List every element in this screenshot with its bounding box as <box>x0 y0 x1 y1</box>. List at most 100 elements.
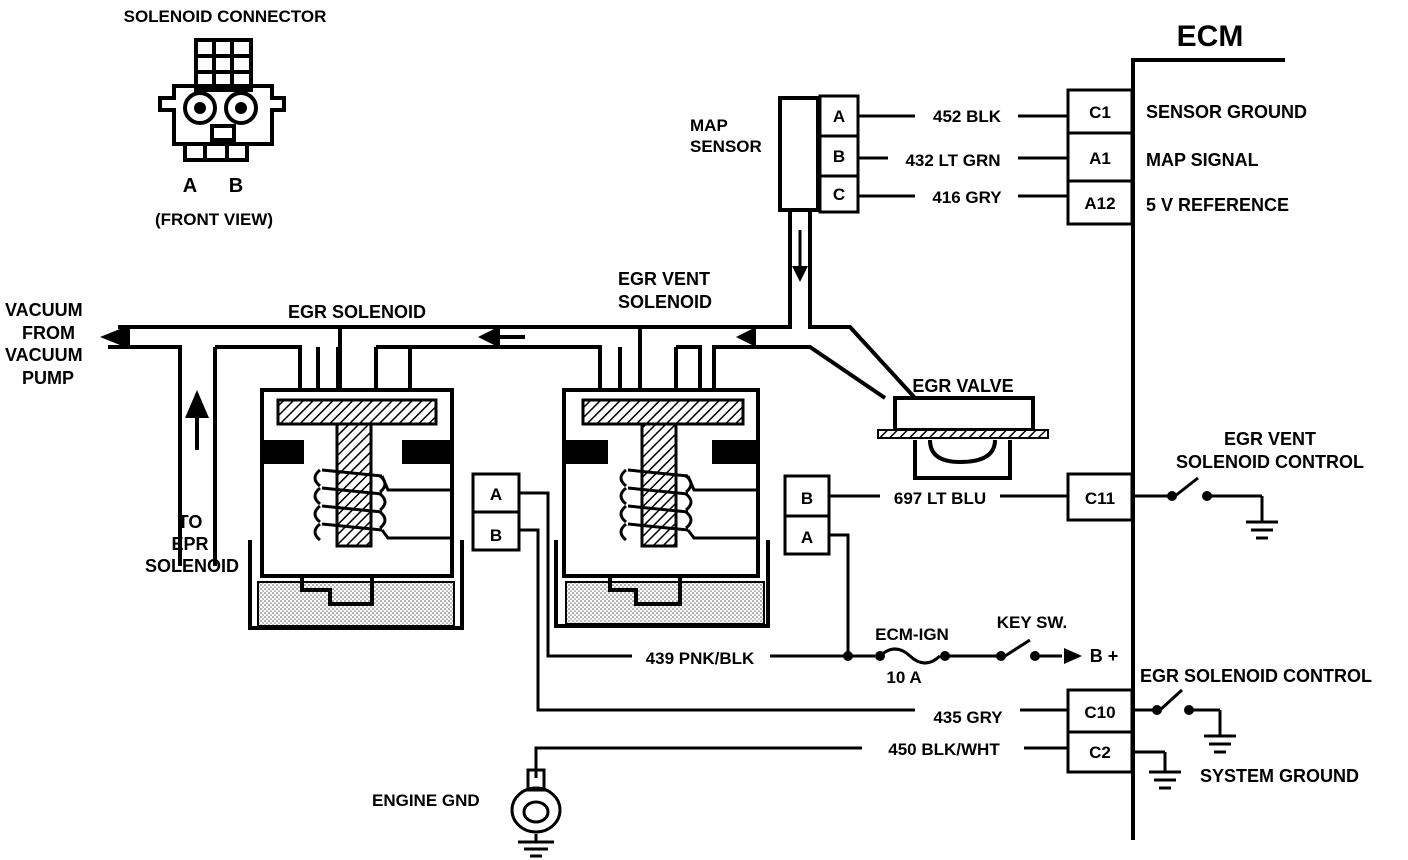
ecm: ECM C1 A1 A12 C11 C10 C2 SENSOR GROUND M… <box>1066 20 1372 840</box>
ecm-function-egr-vent-line2: SOLENOID CONTROL <box>1176 452 1364 472</box>
map-sensor-pin-a: A <box>833 107 845 126</box>
engine-ground-label: ENGINE GND <box>372 791 480 810</box>
ecm-pin-c1: C1 <box>1089 103 1111 122</box>
egr-solenoid-pin-b: B <box>490 526 502 545</box>
egr-valve-body <box>893 396 1035 432</box>
ecm-boundary <box>1131 58 1285 840</box>
ecm-egr-switch-contact <box>1184 705 1194 715</box>
fuse-name: ECM-IGN <box>875 625 949 644</box>
vacuum-outlet-arrow <box>100 325 130 349</box>
egr-vent-solenoid-pin-b: B <box>801 489 813 508</box>
connector-pin-a-label: A <box>183 175 197 197</box>
key-switch-contact <box>996 651 1006 661</box>
ecm-function-map-signal: MAP SIGNAL <box>1146 150 1259 170</box>
battery-label: B + <box>1090 646 1119 666</box>
vacuum-label-line1: VACUUM <box>5 300 83 320</box>
egr-vent-solenoid-pole <box>566 440 608 464</box>
fuse-terminal <box>875 651 885 661</box>
flow-arrows <box>100 230 808 450</box>
key-switch-contact <box>1030 651 1040 661</box>
egr-solenoid-label: EGR SOLENOID <box>288 302 426 322</box>
wire-450-blk-wht: 450 BLK/WHT <box>888 740 1000 759</box>
connector-view-label: (FRONT VIEW) <box>155 210 273 229</box>
egr-vent-solenoid-pin-a: A <box>801 528 813 547</box>
connector-pin-b-label: B <box>229 175 243 197</box>
ecm-egr-switch-contact <box>1152 705 1162 715</box>
connector-body <box>158 38 286 162</box>
vacuum-hoses <box>108 210 917 566</box>
egr-vent-solenoid-base <box>554 540 770 628</box>
wire-416-gry: 416 GRY <box>932 188 1002 207</box>
connector-pin-a <box>194 102 206 114</box>
fuse-rating: 10 A <box>886 668 921 687</box>
map-sensor: MAP SENSOR A B C <box>690 94 860 214</box>
engine-ground: ENGINE GND <box>372 768 562 858</box>
egr-valve-label: EGR VALVE <box>912 376 1013 396</box>
map-sensor-label-line2: SENSOR <box>690 137 762 156</box>
flow-arrow-left <box>736 327 756 347</box>
epr-label-line1: TO <box>178 512 203 532</box>
epr-label-line2: EPR <box>171 534 208 554</box>
wire-432-lt-grn: 432 LT GRN <box>905 151 1000 170</box>
egr-valve: EGR VALVE <box>877 376 1049 480</box>
epr-arrow-up <box>185 390 209 418</box>
egr-vent-solenoid-housing <box>562 388 760 578</box>
ecm-title: ECM <box>1177 20 1244 53</box>
egr-solenoid-housing <box>260 388 454 578</box>
connector-title: SOLENOID CONNECTOR <box>124 7 327 26</box>
solenoid-connector: SOLENOID CONNECTOR A B (FRONT VIEW) <box>124 7 327 229</box>
ecm-pin-boxes <box>1066 88 1134 774</box>
ecm-function-sensor-ground: SENSOR GROUND <box>1146 102 1307 122</box>
egr-vent-solenoid-label-line2: SOLENOID <box>618 292 712 312</box>
ecm-vent-switch <box>1133 476 1278 540</box>
egr-vent-solenoid-plunger <box>581 398 745 426</box>
connector-pin-b <box>235 102 247 114</box>
map-sensor-label-line1: MAP <box>690 116 728 135</box>
flow-arrow-left <box>478 326 500 348</box>
key-switch-label: KEY SW. <box>997 613 1068 632</box>
map-sensor-pin-boxes <box>818 94 860 214</box>
ecm-pin-c2: C2 <box>1089 743 1111 762</box>
vacuum-label-line3: VACUUM <box>5 345 83 365</box>
ecm-function-5v-reference: 5 V REFERENCE <box>1146 195 1289 215</box>
epr-label-line3: SOLENOID <box>145 556 239 576</box>
wire-452-blk: 452 BLK <box>933 107 1002 126</box>
egr-vent-solenoid-coil <box>619 468 758 542</box>
ecm-egr-switch <box>1133 688 1236 754</box>
vacuum-label-line2: FROM <box>22 323 75 343</box>
wire-697-lt-blu: 697 LT BLU <box>894 489 986 508</box>
map-sensor-body <box>778 96 820 212</box>
egr-valve-flange <box>877 429 1049 439</box>
map-sensor-pin-c: C <box>833 185 845 204</box>
egr-vent-solenoid-seat <box>608 576 682 606</box>
ground-lug <box>510 786 562 834</box>
egr-solenoid-plunger <box>276 398 438 426</box>
egr-solenoid-coil <box>313 468 452 542</box>
vacuum-label-line4: PUMP <box>22 368 74 388</box>
solenoid-wiring <box>519 491 1068 778</box>
wire-435-gry: 435 GRY <box>933 708 1003 727</box>
egr-solenoid-pole <box>402 440 450 464</box>
map-sensor-pin-b: B <box>833 147 845 166</box>
ecm-function-egr-solenoid-control: EGR SOLENOID CONTROL <box>1140 666 1372 686</box>
egr-valve-seat <box>913 439 1012 480</box>
egr-vent-solenoid-label-line1: EGR VENT <box>618 269 710 289</box>
splice-point <box>843 651 853 661</box>
egr-solenoid-base <box>248 540 464 630</box>
map-arrow-down <box>792 266 808 282</box>
ecm-function-egr-vent-line1: EGR VENT <box>1224 429 1316 449</box>
ground-symbol <box>518 834 554 858</box>
ecm-pin-a12: A12 <box>1084 194 1115 213</box>
ecm-vent-switch-contact <box>1202 491 1212 501</box>
fuse-terminal <box>940 651 950 661</box>
ecm-pin-a1: A1 <box>1089 149 1111 168</box>
map-wires <box>858 114 1068 198</box>
ecm-vent-switch-contact <box>1167 491 1177 501</box>
egr-vent-solenoid: EGR VENT SOLENOID B A <box>554 269 831 628</box>
ecm-pin-c11: C11 <box>1085 489 1115 508</box>
ecm-system-ground-symbol <box>1133 750 1181 790</box>
battery-arrow <box>1064 648 1082 664</box>
ecm-pin-c10: C10 <box>1084 703 1115 722</box>
ground-lug-hole <box>522 800 550 824</box>
